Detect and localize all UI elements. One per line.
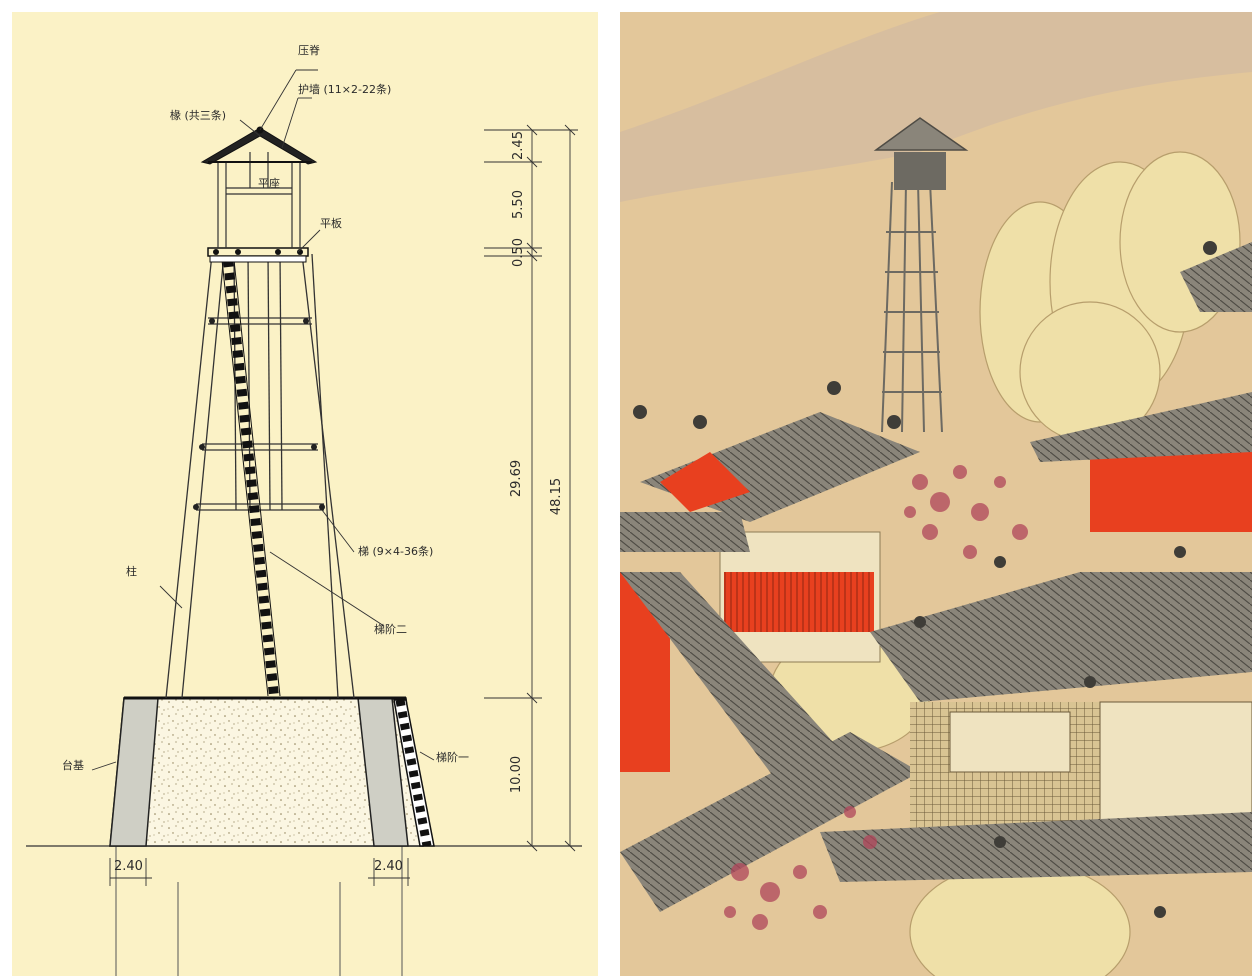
roof-ornaments	[633, 241, 1217, 918]
label-rafter: 椽 (共三条)	[170, 109, 227, 122]
dim-base-right: 2.40	[374, 859, 403, 874]
label-ladder-2: 梯阶二	[374, 623, 407, 636]
leader-lines	[91, 69, 435, 771]
tower-columns	[165, 253, 355, 699]
palace-painting-svg	[620, 12, 1252, 976]
label-platform-mid: 平座	[258, 177, 280, 190]
label-ladder-1: 梯阶一	[436, 751, 469, 764]
label-roof-ridge: 压脊	[298, 44, 320, 57]
ladder-lower	[393, 699, 435, 847]
central-roof	[870, 572, 1252, 702]
plum-blossoms	[724, 465, 1028, 930]
upper-right-roof	[1030, 392, 1252, 462]
painting	[620, 12, 1252, 976]
painted-watchtower	[881, 181, 943, 433]
dim-total-48-15: 48.15	[549, 477, 565, 516]
label-base: 台基	[62, 759, 84, 772]
watchtower-cabin	[894, 152, 946, 190]
label-guard-wall: 护墙 (11×2-22条)	[298, 83, 392, 96]
foundation-lines	[115, 846, 403, 976]
dim-5-50: 5.50	[510, 190, 526, 219]
tower-joints	[193, 318, 325, 510]
label-platform: 平板	[320, 217, 342, 230]
mountain	[620, 12, 1252, 202]
willow-trees	[769, 151, 1241, 976]
dim-29-69: 29.69	[509, 459, 525, 498]
tower-base	[109, 696, 423, 847]
dim-2-45: 2.45	[510, 131, 526, 160]
red-railing	[724, 572, 874, 632]
label-column: 柱	[126, 565, 137, 578]
tower-elevation-svg	[26, 69, 582, 976]
dim-base-left: 2.40	[114, 859, 143, 874]
watchtower-roof	[873, 117, 969, 151]
dim-10-00: 10.00	[509, 755, 525, 794]
tower-roof	[200, 126, 318, 165]
dim-0-50: 0.50	[510, 238, 526, 267]
dimension-lines	[109, 124, 578, 886]
label-ladder-upper: 梯 (9×4-36条)	[358, 545, 434, 558]
tower-platform	[207, 247, 309, 263]
ladder-main	[221, 259, 281, 697]
diagonal-roof	[620, 572, 860, 812]
elevation-drawing: 压脊 护墙 (11×2-22条) 椽 (共三条) 平座 平板 梯 (9×4-36…	[12, 12, 598, 976]
watch-cabin	[217, 152, 301, 248]
